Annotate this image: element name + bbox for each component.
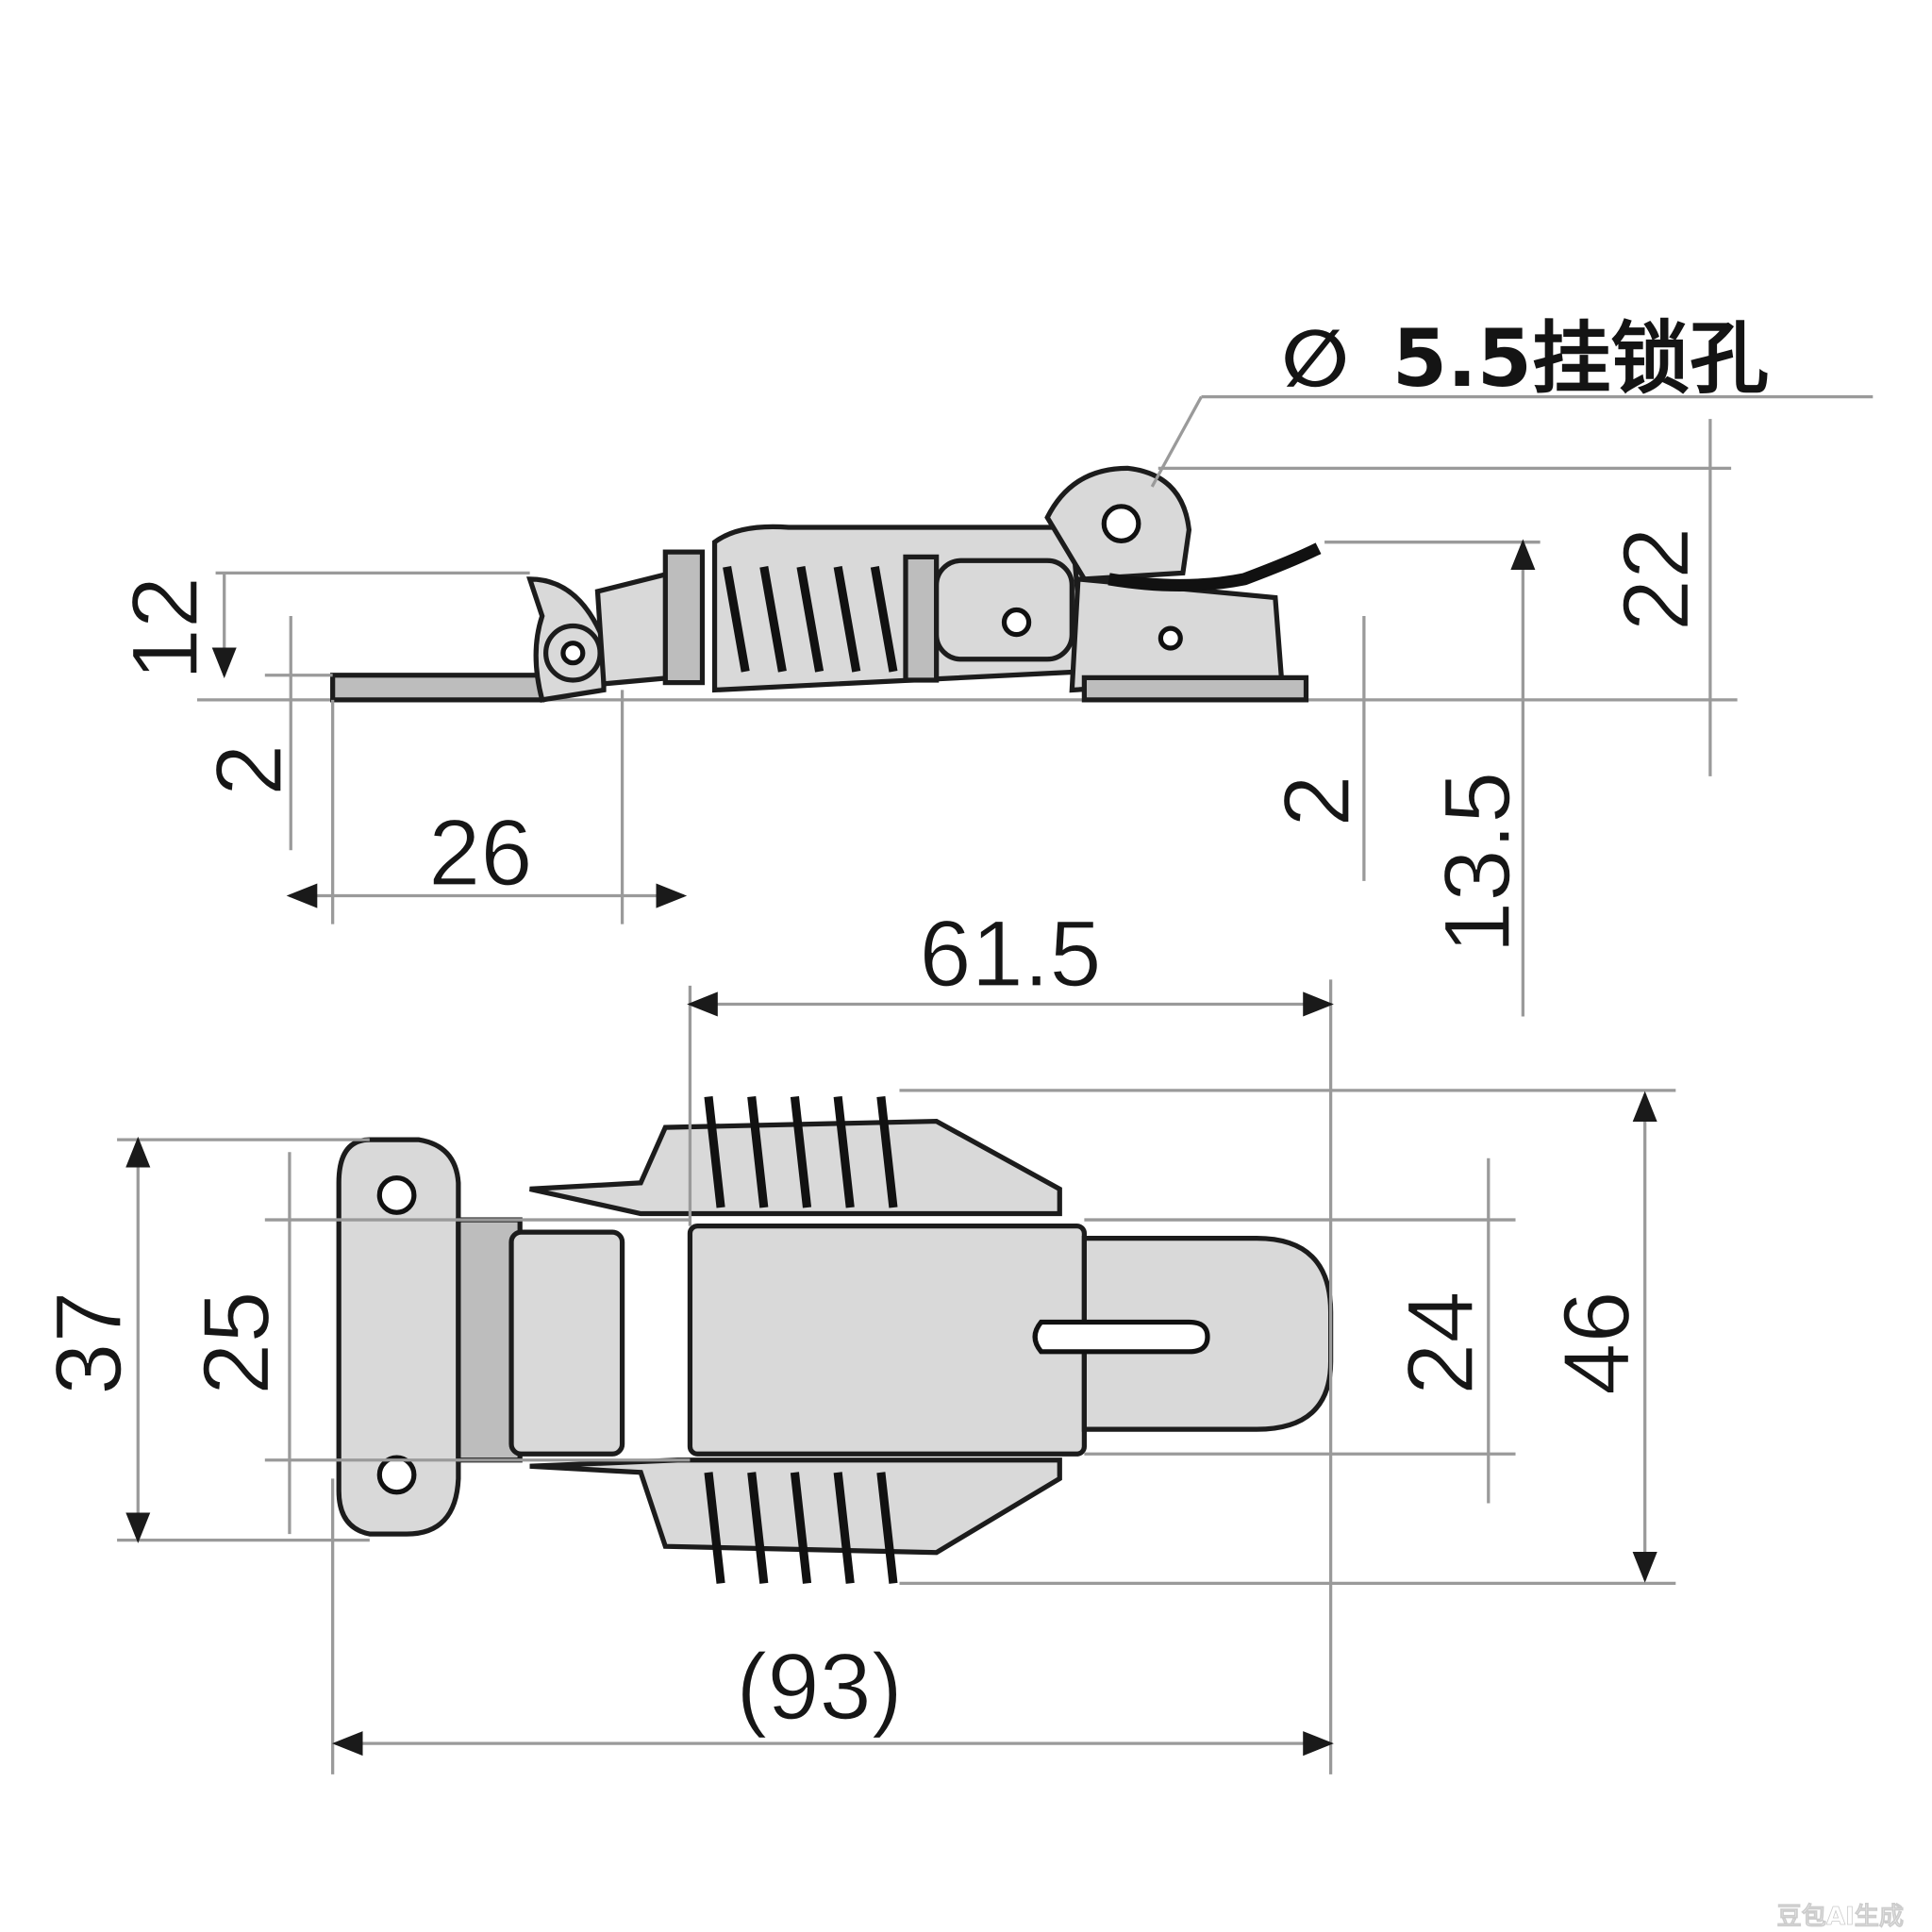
latch-lever-top (687, 1223, 1087, 1457)
side-dimensions: 12 2 26 2 13.5 22 (112, 419, 1732, 1017)
dim-22: 22 (1604, 527, 1708, 631)
dim-2-right: 2 (1265, 774, 1370, 826)
upper-arm (529, 1118, 1062, 1217)
callout-text: 5.5挂锁孔 (1392, 312, 1769, 405)
dim-37: 37 (37, 1291, 142, 1394)
dim-12: 12 (113, 576, 218, 680)
hook-link (594, 570, 675, 687)
callout-leader (1150, 395, 1203, 488)
lever-side (934, 558, 1074, 662)
dim-26: 26 (428, 801, 532, 906)
callout-diameter-symbol: ∅ (1281, 312, 1349, 405)
spring-side (723, 566, 898, 673)
mounting-plate (336, 1137, 461, 1537)
dim-2-left: 2 (197, 744, 302, 796)
keeper-slot (1032, 1319, 1210, 1355)
spring-upper (704, 1095, 898, 1208)
dim-25: 25 (185, 1291, 290, 1394)
mounting-hole-bottom (376, 1455, 417, 1495)
left-base-plate (330, 673, 545, 703)
keeper-hole (1158, 625, 1183, 651)
dim-61-5: 61.5 (919, 902, 1101, 1007)
dim-93: (93) (736, 1635, 903, 1740)
side-view (196, 465, 1738, 703)
lever-rivet (1001, 607, 1032, 638)
keeper-hook (1108, 542, 1322, 591)
top-view (336, 1095, 1334, 1584)
top-dimensions: 61.5 (93) 37 25 24 46 (36, 901, 1676, 1774)
spring-cap-right (903, 554, 940, 683)
spring-cap-left (662, 549, 706, 686)
padlock-hole-side (1101, 504, 1141, 543)
dim-24: 24 (1389, 1291, 1493, 1394)
dim-13-5: 13.5 (1425, 772, 1530, 954)
spring-lower (704, 1472, 898, 1584)
dim-46: 46 (1545, 1291, 1650, 1394)
pivot-hole (560, 641, 586, 666)
mounting-hole-top (376, 1175, 417, 1215)
padlock-hole-callout: ∅ 5.5挂锁孔 (1150, 312, 1874, 488)
right-base-plate (1081, 675, 1309, 703)
hinge-block (508, 1229, 625, 1457)
watermark: 豆包AI生成 (1777, 1902, 1904, 1931)
